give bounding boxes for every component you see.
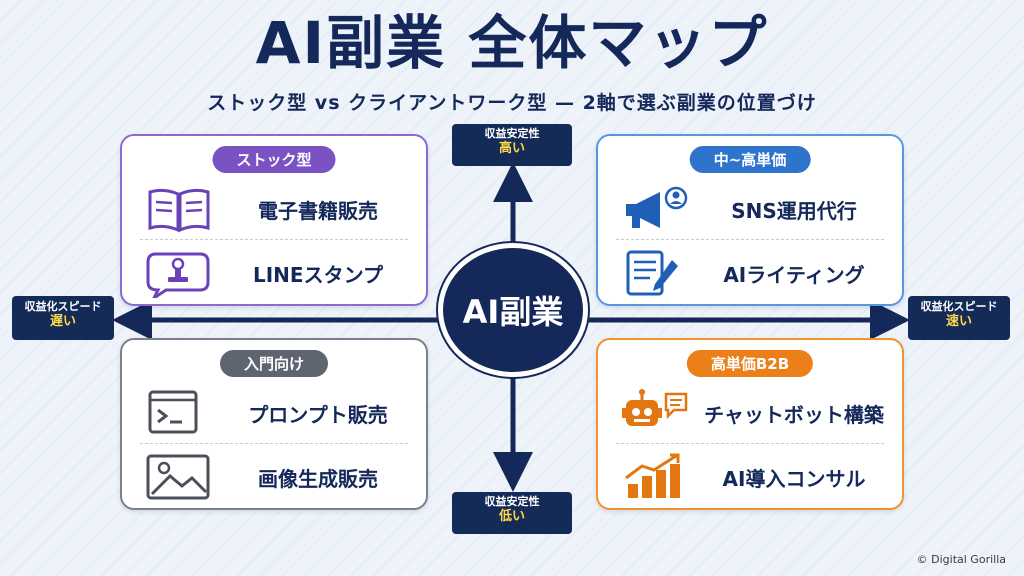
- tag-mid-high-price: 中~高単価: [689, 146, 811, 173]
- terminal-icon: [148, 390, 198, 434]
- page-subtitle: ストック型 vs クライアントワーク型 — 2軸で選ぶ副業の位置づけ: [207, 92, 817, 114]
- robot-icon: [622, 389, 688, 426]
- divider: [616, 239, 884, 240]
- item-chatbot-development: チャットボット構築: [704, 402, 884, 427]
- item-ebook: 電子書籍販売: [258, 198, 378, 223]
- center-label: AI副業: [438, 243, 588, 377]
- item-line-stamp: LINEスタンプ: [253, 262, 383, 287]
- growth-chart-icon: [625, 453, 680, 498]
- card-stock: ストック型 電子書籍販売 LINEスタンプ: [120, 134, 428, 306]
- copyright: © Digital Gorilla: [916, 553, 1006, 566]
- card-high-price-b2b: 高単価B2B チャットボット構築 AI導入コンサル: [596, 338, 904, 510]
- axis-label-top: 収益安定性 高い: [452, 124, 572, 166]
- axis-label-bottom: 収益安定性 低い: [452, 492, 572, 534]
- item-prompt-sales: プロンプト販売: [248, 402, 388, 427]
- tag-high-price-b2b: 高単価B2B: [686, 350, 814, 377]
- stamp-chat-icon: [146, 252, 210, 298]
- item-sns-management: SNS運用代行: [731, 198, 857, 223]
- axis-label-right: 収益化スピード 速い: [908, 296, 1010, 340]
- image-icon: [146, 454, 210, 500]
- document-pen-icon: [626, 250, 678, 296]
- card-beginner: 入門向け プロンプト販売 画像生成販売: [120, 338, 428, 510]
- axis-label-left: 収益化スピード 遅い: [12, 296, 114, 340]
- page-title: AI副業 全体マップ: [255, 9, 769, 77]
- card-mid-high-price: 中~高単価 SNS運用代行 AIライティング: [596, 134, 904, 306]
- item-image-generation-sales: 画像生成販売: [258, 466, 378, 491]
- divider: [616, 443, 884, 444]
- divider: [140, 239, 408, 240]
- book-icon: [148, 188, 210, 233]
- divider: [140, 443, 408, 444]
- item-ai-writing: AIライティング: [723, 262, 865, 287]
- item-ai-consulting: AI導入コンサル: [722, 466, 866, 491]
- megaphone-icon: [626, 186, 688, 228]
- tag-beginner: 入門向け: [219, 350, 329, 377]
- tag-stock: ストック型: [212, 146, 336, 173]
